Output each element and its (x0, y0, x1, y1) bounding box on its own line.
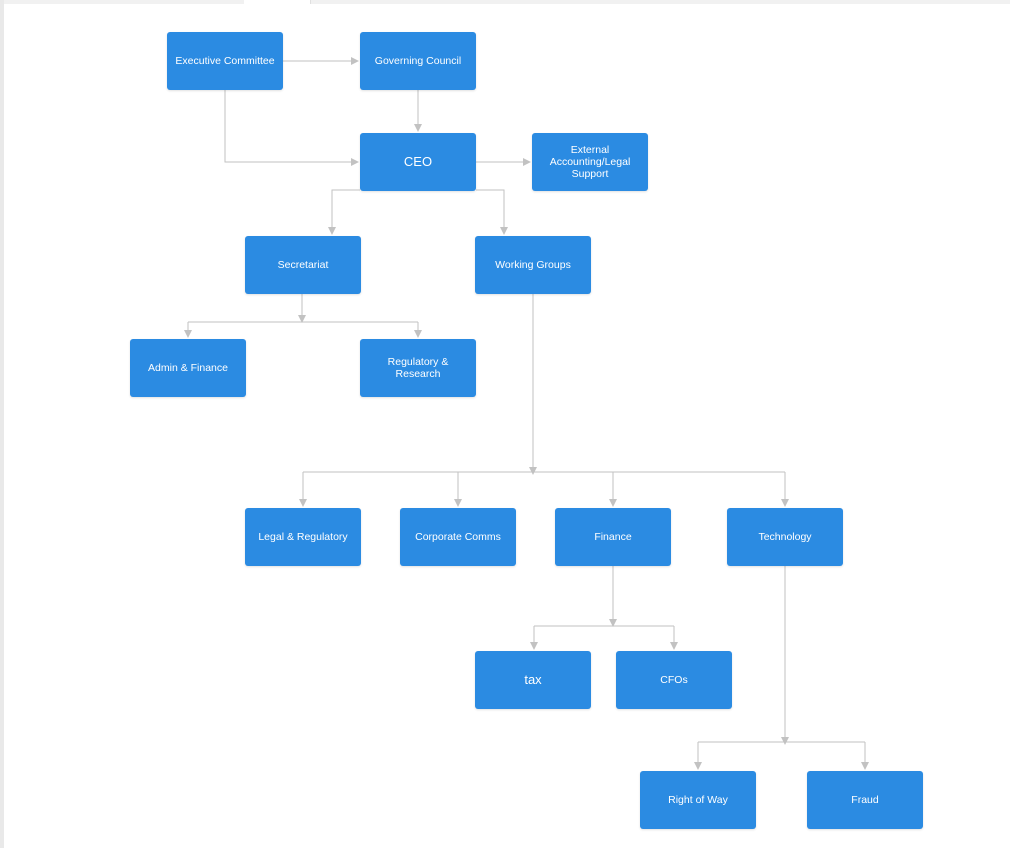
node-label: Executive Committee (175, 55, 275, 67)
connector-ceo-to-working-groups (476, 189, 508, 235)
node-label: External Accounting/Legal Support (549, 144, 631, 180)
node-tax[interactable]: tax (475, 651, 591, 709)
node-technology[interactable]: Technology (727, 508, 843, 566)
node-external-accounting-legal-support[interactable]: External Accounting/Legal Support (532, 133, 648, 191)
node-right-of-way[interactable]: Right of Way (640, 771, 756, 829)
node-label: Working Groups (495, 259, 571, 271)
left-panel-edge (0, 0, 4, 848)
node-label: Finance (594, 531, 632, 543)
node-label: Corporate Comms (415, 531, 501, 543)
node-working-groups[interactable]: Working Groups (475, 236, 591, 294)
node-label: Regulatory & Research (387, 356, 449, 380)
top-active-tab[interactable] (244, 0, 311, 4)
node-label: Admin & Finance (148, 362, 228, 374)
top-toolbar-strip (4, 0, 1010, 4)
node-ceo[interactable]: CEO (360, 133, 476, 191)
node-corporate-comms[interactable]: Corporate Comms (400, 508, 516, 566)
node-legal-regulatory[interactable]: Legal & Regulatory (245, 508, 361, 566)
node-label: Legal & Regulatory (258, 531, 348, 543)
node-label: Governing Council (374, 55, 462, 67)
node-finance[interactable]: Finance (555, 508, 671, 566)
node-label: CEO (403, 154, 433, 169)
node-executive-committee[interactable]: Executive Committee (167, 32, 283, 90)
node-secretariat[interactable]: Secretariat (245, 236, 361, 294)
node-governing-council[interactable]: Governing Council (360, 32, 476, 90)
connector-ceo-to-secretariat (328, 189, 360, 235)
node-label: Fraud (851, 794, 879, 806)
connector-exec-to-ceo (224, 90, 359, 166)
node-label: Technology (758, 531, 812, 543)
node-label: Secretariat (277, 259, 329, 271)
node-fraud[interactable]: Fraud (807, 771, 923, 829)
node-label: Right of Way (668, 794, 728, 806)
node-regulatory-research[interactable]: Regulatory & Research (360, 339, 476, 397)
node-admin-finance[interactable]: Admin & Finance (130, 339, 246, 397)
node-label: tax (524, 672, 542, 687)
node-label: CFOs (660, 674, 688, 686)
node-cfos[interactable]: CFOs (616, 651, 732, 709)
